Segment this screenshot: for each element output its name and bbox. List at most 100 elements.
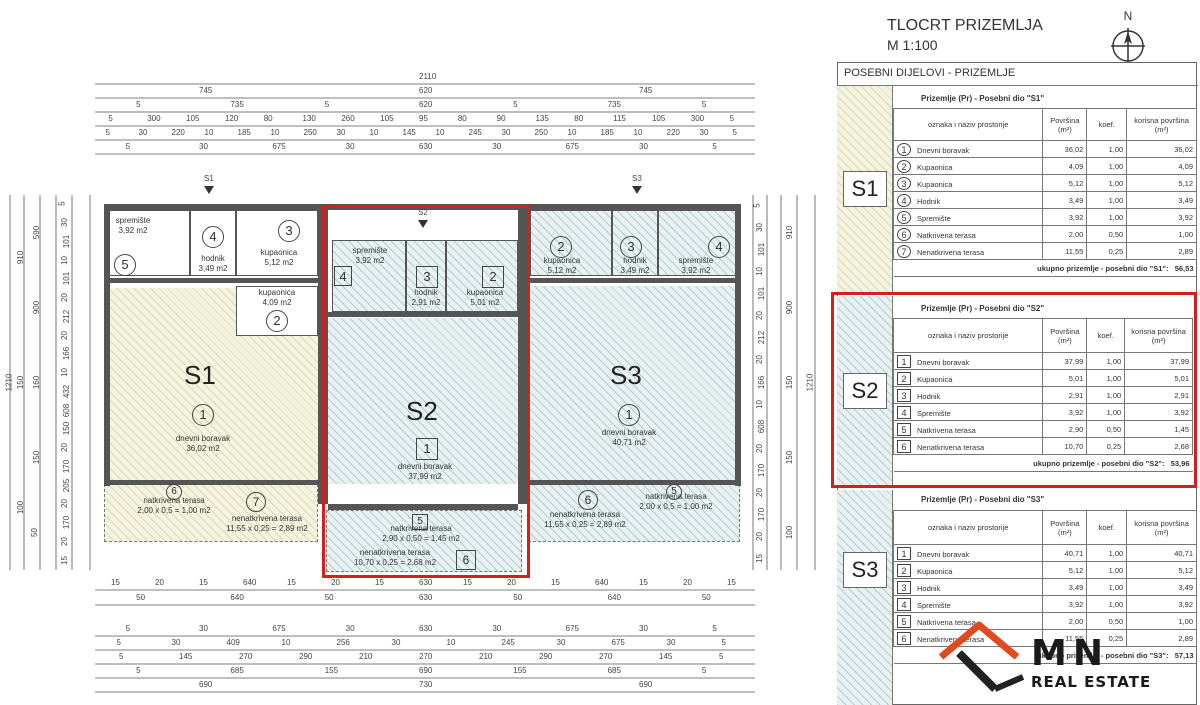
- wall-s3-inner: [528, 278, 736, 283]
- dimension-label: 270: [239, 652, 253, 661]
- total-row: ukupno prizemlje - posebni dio "S2": 53,…: [893, 454, 1193, 472]
- dimension-label: 20: [155, 578, 164, 587]
- dimension-label: 2110: [419, 72, 437, 81]
- table-section-s3: S3 Prizemlje (Pr) - Posebni dio "S3" ozn…: [837, 490, 1197, 705]
- room-number: 2: [482, 266, 504, 288]
- column-header: korisna površina (m²): [1124, 318, 1193, 353]
- table-header-row: oznaka i naziv prostorije Površina (m²) …: [892, 108, 1197, 141]
- usable-area-cell: 36,02: [1126, 140, 1197, 158]
- room-name: Spremište: [917, 600, 951, 610]
- dimension-label: 20: [59, 499, 69, 509]
- dimension-label: 50: [513, 593, 523, 602]
- dimension-label: 15: [639, 578, 648, 587]
- dimension-label: 630: [419, 142, 433, 151]
- dimension-label: 20: [59, 330, 69, 340]
- dimension-label: 690: [419, 666, 433, 675]
- dimension-label: 105: [380, 114, 394, 123]
- dimension-label: 20: [754, 487, 764, 497]
- usable-area-cell: 4,09: [1126, 157, 1197, 175]
- dimension-label: 135: [535, 114, 549, 123]
- dimension-label: 50: [701, 593, 711, 602]
- dimension-label: 210: [359, 652, 373, 661]
- room-number: 6: [578, 490, 598, 510]
- room-number: 2: [550, 236, 572, 258]
- dimension-label: 745: [639, 86, 653, 95]
- dimension-label: 245: [468, 128, 482, 137]
- dimension-label: 100: [785, 525, 795, 539]
- dimension-label: 5: [513, 100, 518, 109]
- dimension-label: 5: [701, 666, 707, 675]
- column-header: Površina (m²): [1042, 108, 1088, 141]
- dimension-label: 101: [62, 234, 72, 249]
- dimension-label: 145: [179, 652, 193, 661]
- room-number: 5: [412, 514, 428, 530]
- dimension-label: 30: [501, 128, 511, 137]
- dimension-label: 101: [62, 272, 72, 286]
- room-number: 6: [456, 550, 476, 570]
- dimension-label: 590: [32, 225, 42, 239]
- area-cell: 36,02: [1042, 140, 1088, 158]
- dimension-label: 5: [701, 100, 707, 109]
- dimension-label: 675: [272, 142, 286, 151]
- dimension-label: 205: [62, 478, 72, 492]
- dimension-label: 90: [496, 114, 506, 123]
- table-header-row: oznaka i naziv prostorije Površina (m²) …: [892, 510, 1197, 545]
- dimension-label: 101: [757, 242, 767, 257]
- column-header: koef.: [1086, 510, 1128, 545]
- dimension-label: 150: [62, 422, 72, 436]
- dimension-label: 685: [607, 666, 621, 675]
- dimension-label: 5: [108, 114, 113, 123]
- room-number-badge: 2: [897, 371, 911, 385]
- dimension-label: 145: [659, 652, 673, 661]
- area-table: oznaka i naziv prostorije Površina (m²) …: [892, 108, 1197, 277]
- dimension-label: 105: [186, 114, 200, 123]
- dimension-label: 640: [243, 578, 257, 587]
- section-mark-s3: S3: [632, 174, 642, 183]
- table-section-s2: S2 Prizemlje (Pr) - Posebni dio "S2" ozn…: [837, 296, 1197, 486]
- area-cell: 5,12: [1042, 174, 1088, 192]
- coefficient-cell: 1,00: [1086, 208, 1128, 226]
- section-title: Prizemlje (Pr) - Posebni dio "S2": [921, 304, 1045, 313]
- dimension-label: 432: [62, 384, 72, 399]
- room-number-badge: 5: [897, 422, 911, 436]
- dimension-label: 409: [226, 638, 240, 647]
- dimension-label: 735: [607, 100, 621, 109]
- dimension-label: 30: [345, 142, 355, 151]
- dimension-label: 100: [16, 500, 26, 514]
- dimension-label: 50: [136, 593, 146, 602]
- unit-s3-terrace: [528, 484, 740, 542]
- room-number-badge: 4: [897, 193, 911, 207]
- area-cell: 11,55: [1042, 242, 1088, 260]
- usable-area-cell: 1,00: [1126, 225, 1197, 243]
- dimension-label: 80: [574, 114, 584, 123]
- dimension-label: 290: [299, 652, 313, 661]
- column-header: korisna površina (m²): [1126, 510, 1197, 545]
- room-number: 4: [708, 236, 730, 258]
- dimension-label: 185: [237, 128, 251, 137]
- wall-right: [735, 204, 741, 486]
- dimension-label: 80: [263, 114, 273, 123]
- dimension-label: 105: [651, 114, 666, 123]
- dimension-label: 5: [721, 638, 726, 647]
- room-number: 4: [334, 266, 352, 286]
- unit-s3-swatch: [837, 490, 893, 705]
